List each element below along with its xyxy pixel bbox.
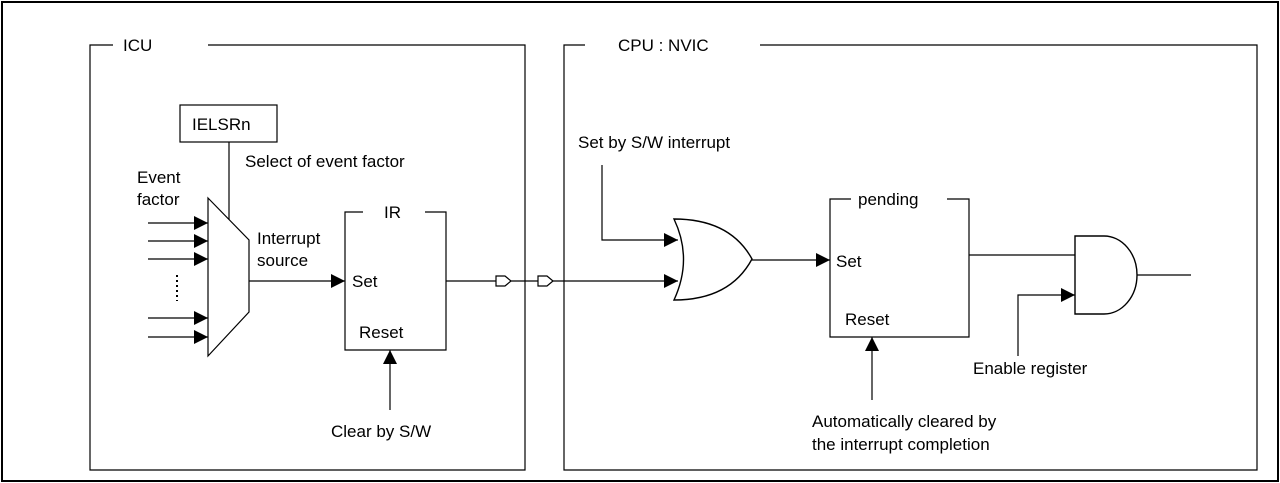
event-factor-label-line2: factor [137,190,180,209]
event-input-arrows [148,216,208,344]
enable-arrow [1017,288,1075,356]
interrupt-source-label-line2: source [257,251,308,270]
pending-reset-label: Reset [845,310,890,329]
connector-in [537,275,554,287]
and-gate [1074,235,1138,315]
ir-set-label: Set [352,272,378,291]
event-factor-label-line1: Event [137,168,181,187]
auto-clear-label-line1: Automatically cleared by [812,412,997,431]
select-event-factor-label: Select of event factor [245,152,405,171]
nvic-group-box [563,44,1258,471]
sw-interrupt-arrow [601,165,678,247]
event-multiplexer [207,196,250,358]
connector-out [495,275,512,287]
pending-set-label: Set [836,252,862,271]
ielsr-label: IELSRn [192,115,251,134]
auto-clear-label-line2: the interrupt completion [812,435,990,454]
ielsr-box [179,104,278,143]
sw-interrupt-label: Set by S/W interrupt [578,133,730,152]
icu-title: ICU [123,36,152,55]
pending-title: pending [858,190,919,209]
icu-group-box [89,44,526,471]
enable-register-label: Enable register [973,359,1088,378]
interrupt-source-label-line1: Interrupt [257,229,321,248]
pending-box [829,198,970,338]
clear-by-sw-label: Clear by S/W [331,422,431,441]
ir-reset-label: Reset [359,323,404,342]
nvic-title: CPU : NVIC [618,36,709,55]
or-gate [672,218,753,301]
ir-title: IR [384,203,401,222]
